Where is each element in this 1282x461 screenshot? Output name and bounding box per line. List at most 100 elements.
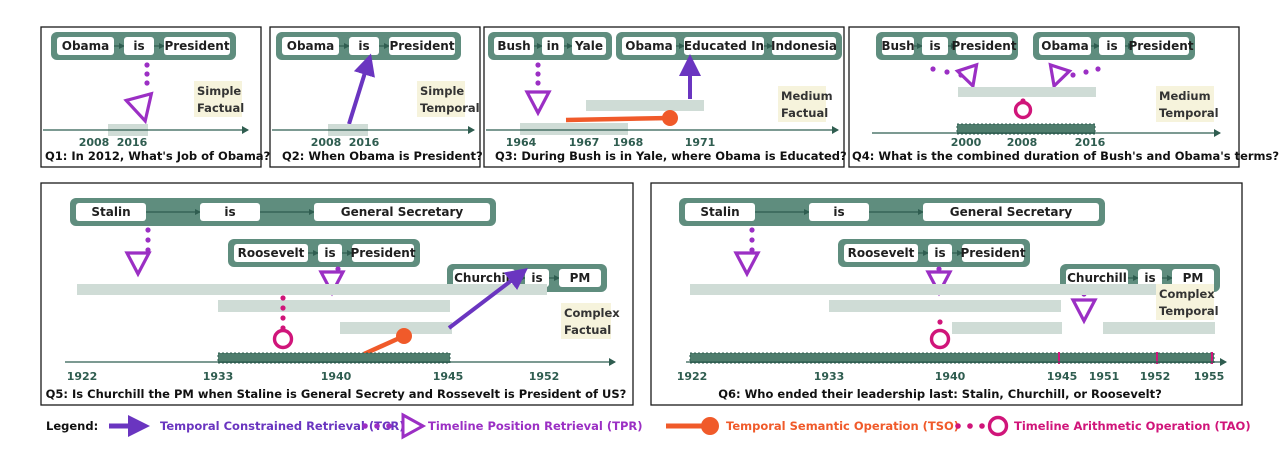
dotted-ring-icon [987,415,1009,437]
tick-label: 1964 [506,136,537,149]
tick-label: 2008 [79,136,110,149]
complexity-tag-line: Simple [197,84,241,98]
triple-label: is [358,39,369,53]
dot [280,315,286,321]
dotted-ring-icon [967,423,973,429]
tso-line [565,115,671,123]
triple-label: Roosevelt [848,246,915,260]
legend-item: Temporal Constrained Retrieval (TCR) [160,419,405,433]
triple-label: is [324,246,335,260]
triple-label: Obama [62,39,110,53]
triple-cell [622,37,676,55]
question-text: Q3: During Bush is in Yale, where Obama … [495,149,847,163]
triple-label: Bush [497,39,530,53]
tso-pin [662,110,678,126]
triple-label: Churchill [454,271,514,285]
complexity-tag [1156,86,1214,122]
triple-label: in [547,39,560,53]
triple-label: is [133,39,144,53]
triple-cell [314,203,490,221]
complexity-tag-line: Temporal [1159,304,1219,318]
triple-cell [124,37,154,55]
interval-bar [952,322,1062,334]
tick-label: 1945 [1047,370,1078,383]
dot [144,80,150,86]
triple-label: is [929,39,940,53]
complexity-tag [417,81,465,117]
tick-label: 2008 [311,136,342,149]
dot [335,266,341,272]
triple-cell [1133,37,1189,55]
complexity-tag-line: Complex [1159,287,1215,301]
tcr-arrow [347,53,375,125]
tick-label: 1967 [569,136,600,149]
triple-label: Stalin [700,205,739,219]
triple-label: General Secretary [341,205,464,219]
dot [535,62,541,68]
triple-cell [1099,37,1125,55]
tpr-triangle [1070,298,1098,325]
triple-cell [962,244,1024,262]
dot [535,71,541,77]
triple-cell [685,203,755,221]
dotted-triangle-icon [401,412,427,440]
interval-bar [77,284,547,295]
complexity-tag [561,303,611,339]
tpr-triangle [954,62,979,90]
triple-label: President [350,246,415,260]
triple-cell [772,37,836,55]
triple-label: Churchill [1067,271,1127,285]
question-text: Q5: Is Churchill the PM when Staline is … [46,387,627,401]
tpr-triangle [524,90,552,117]
tick-label: 1922 [67,370,98,383]
triple-label: Yale [574,39,603,53]
tick-label: 2016 [349,136,380,149]
tick-label: 1955 [1194,370,1225,383]
merged-interval-bar [956,123,1096,135]
triple-cell [542,37,564,55]
triple-cell [1039,37,1091,55]
complexity-tag-line: Temporal [420,101,480,115]
dot [1070,72,1076,78]
tick-label: 1922 [677,370,708,383]
triple-cell [352,244,414,262]
interval-bar [829,300,1061,312]
triple-label: President [1128,39,1193,53]
complexity-tag-line: Simple [420,84,464,98]
tao-ring [929,328,951,350]
tcr-arrow [447,267,528,330]
tick-label: 2000 [951,136,982,149]
tick-label: 2016 [117,136,148,149]
triple-cell [922,37,948,55]
triple-cell [809,203,869,221]
triple-label: Obama [1041,39,1089,53]
tick-label: 1933 [203,370,234,383]
legend-item: Timeline Arithmetic Operation (TAO) [1014,419,1251,433]
complexity-tag-line: Medium [781,89,833,103]
interval-bar [520,123,628,135]
triple-cell [234,244,308,262]
triple-cell [57,37,114,55]
tick-label: 1968 [613,136,644,149]
dot [937,319,943,325]
dot [749,247,755,253]
triple-label: is [1144,271,1155,285]
triple-label: President [389,39,454,53]
dot [1083,69,1089,75]
triple-label: President [951,39,1016,53]
dot [145,227,151,233]
triple-label: Educated In [684,39,764,53]
complexity-tag [1156,284,1214,320]
dotted-triangle-icon [374,423,380,429]
triple-label: is [833,205,844,219]
dot [1095,66,1101,72]
triple-label: is [224,205,235,219]
dot [535,80,541,86]
dotted-ring-icon [979,423,985,429]
tick-label: 1952 [1140,370,1171,383]
triple-label: PM [570,271,591,285]
legend-label: Legend: [46,419,98,433]
merged-interval-bar [217,352,451,364]
tick-label: 1945 [433,370,464,383]
